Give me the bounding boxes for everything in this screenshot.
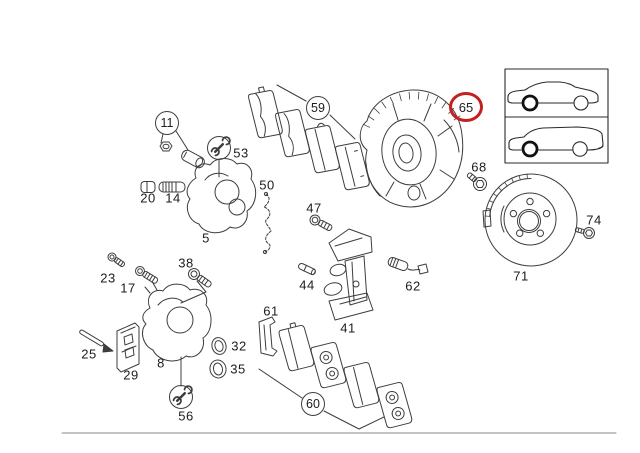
part-60-brake-pads [277, 322, 414, 430]
callout-53: 53 [233, 145, 249, 161]
part-8-caliper [142, 282, 212, 362]
tool-symbol-53 [207, 135, 232, 160]
callout-25: 25 [81, 346, 97, 362]
part-14-guide-bolt [158, 181, 186, 193]
part-65-dust-shield [359, 89, 464, 208]
part-47-bolt [309, 214, 333, 231]
callout-32: 32 [231, 338, 247, 354]
callout-11: 11 [155, 111, 179, 135]
part-20-cap [140, 181, 156, 193]
callout-20: 20 [140, 190, 156, 206]
callout-74: 74 [586, 212, 602, 228]
part-38-bolt [188, 268, 212, 288]
tool-symbol-56 [169, 384, 194, 409]
callout-23: 23 [100, 270, 116, 286]
part-50-spring [262, 191, 272, 255]
callout-17: 17 [120, 280, 136, 296]
callout-68: 68 [471, 159, 487, 175]
callout-62: 62 [405, 278, 421, 294]
callout-38: 38 [178, 255, 194, 271]
callout-47: 47 [306, 200, 322, 216]
highlighted-front-wheel [521, 94, 539, 112]
callout-29: 29 [123, 367, 139, 383]
leader-lines [160, 84, 385, 430]
part-62-sensor [387, 256, 429, 275]
callout-59: 59 [306, 96, 330, 120]
part-41-carrier [323, 228, 374, 321]
callout-14: 14 [165, 190, 181, 206]
callout-56: 56 [178, 408, 194, 424]
callout-65-highlighted: 65 [449, 92, 483, 122]
part-71-brake-disc [482, 173, 578, 267]
callout-61: 61 [263, 303, 279, 319]
sedan-car-icon [507, 81, 599, 112]
callout-5: 5 [202, 230, 210, 246]
callout-35: 35 [230, 361, 246, 377]
part-29-bracket [116, 322, 140, 373]
highlighted-front-wheel [521, 140, 539, 158]
callout-44: 44 [299, 277, 315, 293]
part-44-pin [298, 262, 316, 276]
part-25-pin [79, 329, 114, 353]
part-23-bolt [107, 252, 126, 268]
callout-8: 8 [157, 355, 165, 371]
callout-71: 71 [513, 268, 529, 284]
part-32-seal [211, 337, 227, 355]
vehicle-applicability-inset [504, 68, 609, 164]
inset-frame [504, 68, 609, 164]
part-68-bolt [466, 172, 487, 191]
part-74-bolt [574, 227, 595, 239]
wagon-car-icon [508, 126, 604, 158]
part-61-shim [258, 316, 278, 357]
part-59-brake-pads [247, 86, 371, 192]
callout-60: 60 [301, 392, 325, 416]
callout-50: 50 [259, 177, 275, 193]
part-5-caliper [186, 158, 257, 234]
part-35-seal [209, 359, 227, 379]
callout-41: 41 [340, 320, 356, 336]
part-17-bolt [135, 266, 159, 284]
